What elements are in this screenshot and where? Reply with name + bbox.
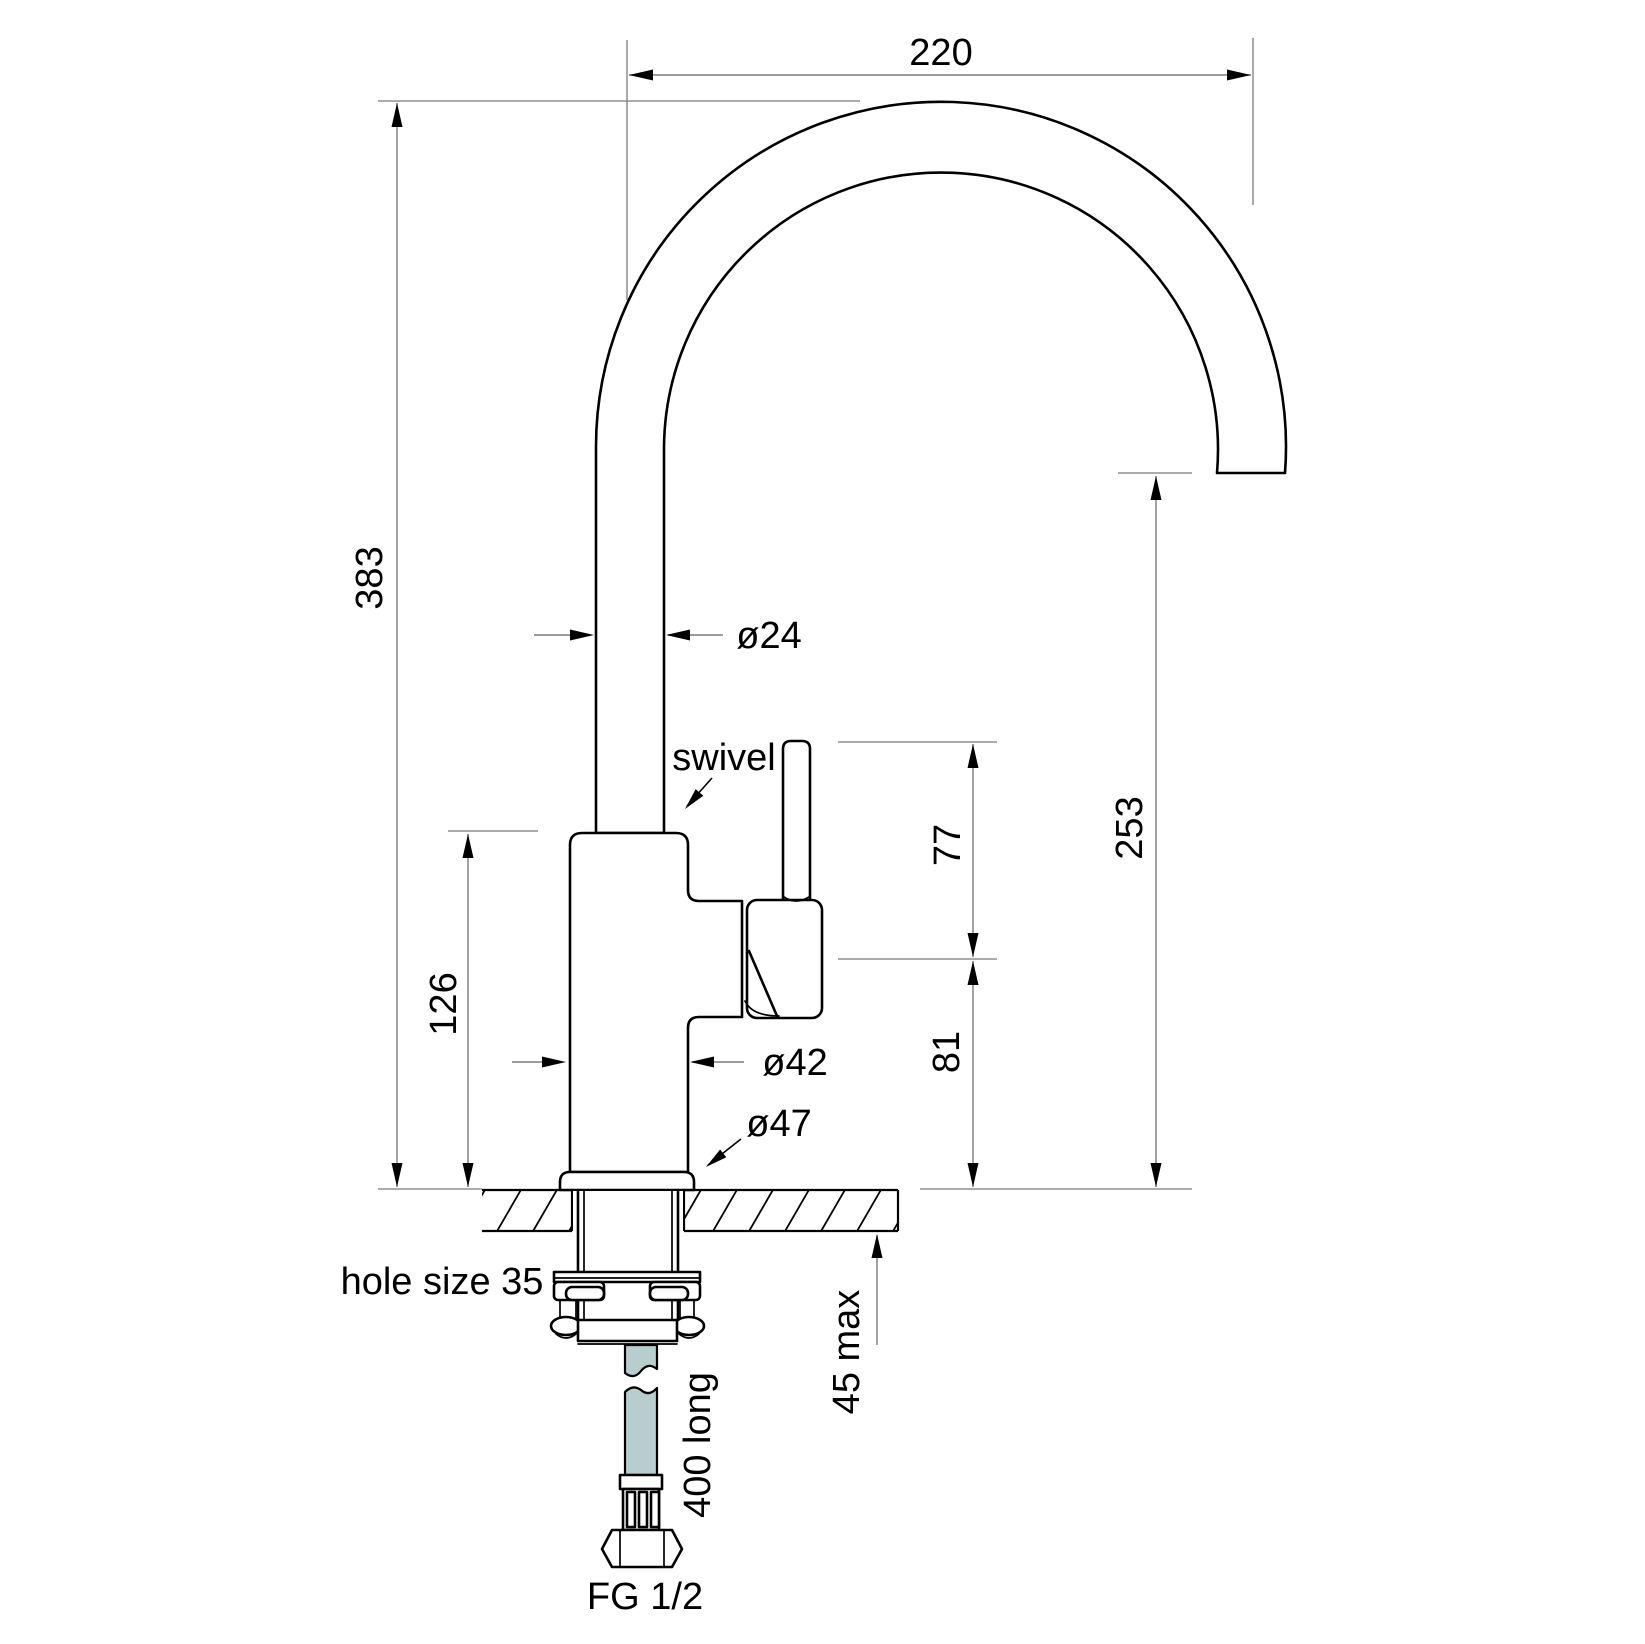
dim-spout-clearance: 253 xyxy=(1109,476,1162,1187)
arrowhead xyxy=(462,834,474,858)
arrowhead xyxy=(871,1234,883,1258)
dim-base-diameter: ø47 xyxy=(706,1103,812,1167)
dim-body-height: 126 xyxy=(423,834,474,1187)
arrowhead xyxy=(706,1149,727,1167)
counter-slab xyxy=(482,1188,900,1233)
hole-size-label: hole size 35 xyxy=(341,1261,544,1303)
dim-label: 45 max xyxy=(826,1290,868,1415)
dim-label: ø42 xyxy=(762,1042,827,1084)
base-flange xyxy=(558,1170,696,1192)
dim-label: 126 xyxy=(423,972,465,1035)
hose-length-label: 400 long xyxy=(677,1372,719,1518)
dim-handle-base-height: 81 xyxy=(926,961,979,1187)
dim-overall-height: 383 xyxy=(349,103,403,1187)
arrowhead xyxy=(967,744,979,768)
hose-upper-segment xyxy=(623,1343,659,1378)
dim-label: 253 xyxy=(1109,796,1151,859)
arrowhead xyxy=(629,69,653,81)
faucet-body xyxy=(568,831,744,1174)
counter-outline xyxy=(482,1188,900,1233)
clamp-bolt-left xyxy=(549,1299,583,1339)
faucet xyxy=(558,100,1288,1192)
dim-label: ø47 xyxy=(746,1103,811,1145)
hose-collar xyxy=(618,1473,664,1491)
connection-hex-nut xyxy=(600,1528,684,1569)
dim-bench-thickness: 45 max xyxy=(826,1234,883,1414)
arrowhead xyxy=(1150,476,1162,500)
dim-label: ø24 xyxy=(736,615,801,657)
shank-end-plate xyxy=(576,1318,679,1345)
arrowhead xyxy=(967,1163,979,1187)
arrowhead xyxy=(690,1056,714,1068)
arrowhead xyxy=(391,1163,403,1187)
dim-spout-reach: 220 xyxy=(629,32,1251,81)
arrowhead xyxy=(967,933,979,957)
arrowhead xyxy=(967,961,979,985)
swivel-callout: swivel xyxy=(672,737,776,809)
flexible-hose xyxy=(600,1343,684,1569)
arrowhead xyxy=(570,629,594,641)
spout-gooseneck xyxy=(594,100,1288,835)
extension-lines xyxy=(378,38,1254,1190)
dim-label: 220 xyxy=(909,32,972,74)
counter-hatching xyxy=(482,1190,898,1231)
hose-connection-label: FG 1/2 xyxy=(587,1576,703,1618)
dim-label: 81 xyxy=(926,1031,968,1073)
arrowhead xyxy=(391,103,403,127)
cartridge-tilt-line xyxy=(747,949,779,1018)
lever-cap-arc xyxy=(783,896,810,902)
hole-clearance xyxy=(573,1191,683,1321)
clamp-bolt-right xyxy=(672,1299,706,1339)
arrowhead xyxy=(1150,1163,1162,1187)
dim-label: 77 xyxy=(927,824,969,866)
dim-label: 383 xyxy=(349,546,391,609)
arrowhead xyxy=(685,789,704,809)
arrowhead xyxy=(462,1163,474,1187)
handle-cartridge xyxy=(745,898,824,1020)
hose-lower-segment xyxy=(623,1386,659,1477)
handle-lever xyxy=(781,739,812,904)
arrowhead xyxy=(1227,69,1251,81)
dim-body-diameter: ø42 xyxy=(512,1042,828,1084)
cartridge-pivot-arc xyxy=(744,1000,780,1017)
undermount-assembly xyxy=(549,1188,706,1569)
arrowhead xyxy=(542,1056,566,1068)
dim-lever-height: 77 xyxy=(927,744,979,957)
dim-spout-diameter: ø24 xyxy=(534,615,802,657)
hose-crimp-fitting xyxy=(621,1487,661,1532)
swivel-label: swivel xyxy=(672,737,775,779)
arrowhead xyxy=(666,629,690,641)
